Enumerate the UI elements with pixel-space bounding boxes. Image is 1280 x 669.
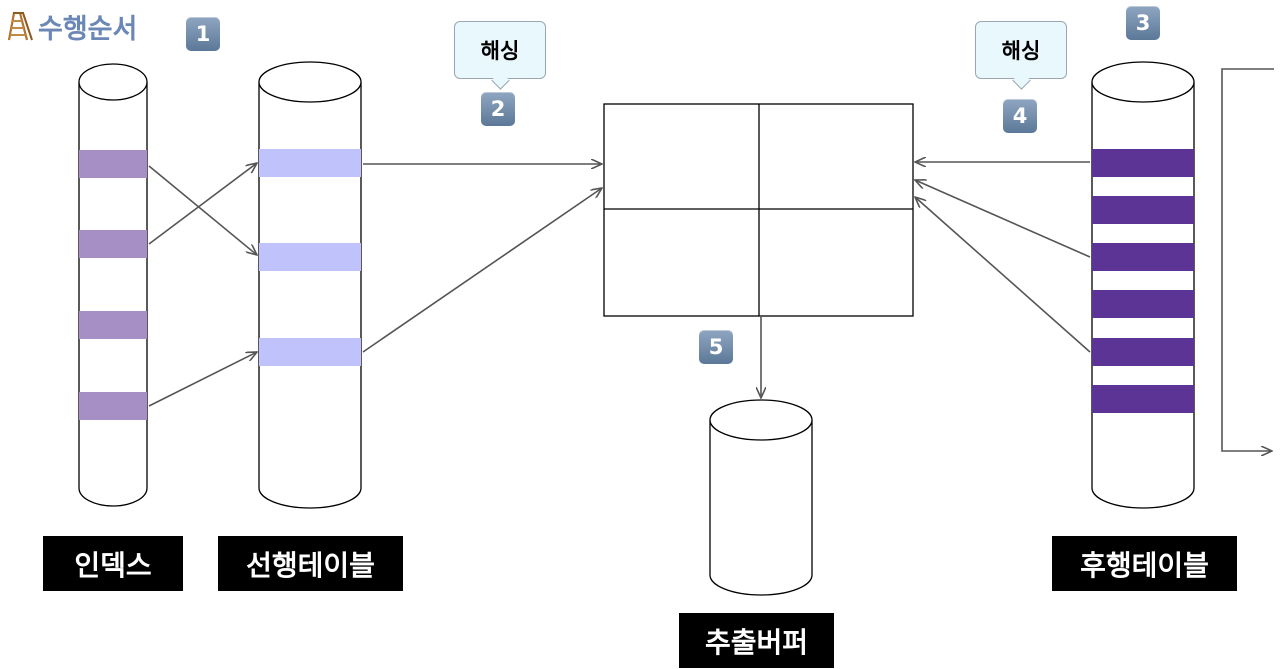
build-table-label: 선행테이블 — [218, 536, 403, 591]
output-buffer-cylinder — [709, 399, 813, 596]
index-to-build-arrow — [148, 163, 257, 245]
index-row — [79, 150, 147, 178]
step-badge-4: 4 — [1003, 99, 1037, 133]
build-table-cylinder — [258, 61, 362, 509]
index-row — [79, 392, 147, 420]
probe-table-row — [1092, 149, 1194, 177]
index-to-build-arrow — [148, 165, 257, 255]
probe-table-row — [1092, 243, 1194, 271]
step-badge-1: 1 — [186, 17, 220, 51]
build-table-rows — [259, 149, 361, 366]
probe-table-label: 후행테이블 — [1052, 536, 1237, 591]
step-badge-3: 3 — [1126, 6, 1160, 40]
probe-table-row — [1092, 385, 1194, 413]
build-table-row — [259, 338, 361, 366]
index-rows — [79, 150, 147, 420]
probe-table-row — [1092, 290, 1194, 318]
ladder-icon — [8, 12, 33, 41]
index-label: 인덱스 — [43, 536, 183, 591]
output-buffer-label: 추출버퍼 — [679, 613, 834, 668]
index-cylinder — [78, 63, 148, 507]
build-table-row — [259, 149, 361, 177]
step-badge-5: 5 — [699, 330, 733, 364]
step-badge-2: 2 — [481, 92, 515, 126]
title-text: 수행순서 — [38, 13, 138, 45]
build-table-row — [259, 243, 361, 271]
build-to-hash-arrow — [362, 188, 602, 353]
diagram-title: 수행순서 — [8, 6, 137, 46]
probe-loop-arrow — [1221, 68, 1274, 451]
probe-table-row — [1092, 196, 1194, 224]
index-row — [79, 230, 147, 258]
index-row — [79, 311, 147, 339]
flow-arrows — [148, 68, 1274, 451]
hashing-callout-left: 해싱 — [454, 21, 546, 79]
probe-to-hash-arrow — [915, 180, 1091, 258]
probe-table-cylinder — [1091, 61, 1195, 509]
index-to-build-arrow — [148, 352, 257, 407]
hash-table-grid — [603, 103, 914, 317]
probe-table-row — [1092, 338, 1194, 366]
hashing-callout-right: 해싱 — [975, 21, 1067, 79]
probe-table-rows — [1092, 149, 1194, 413]
probe-to-hash-arrow — [915, 197, 1091, 353]
